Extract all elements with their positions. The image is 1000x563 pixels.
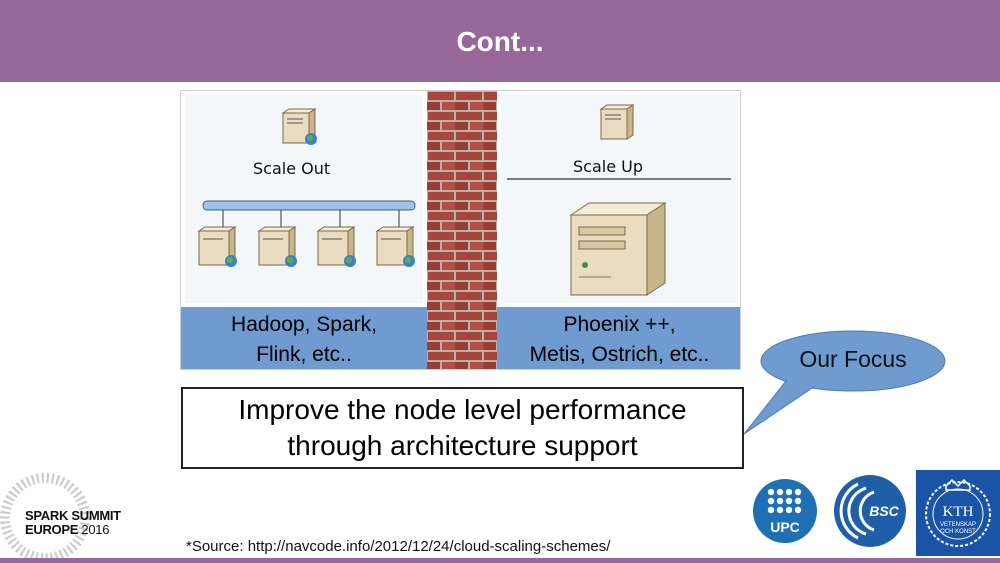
upc-logo: UPC — [753, 479, 817, 543]
scale-up-label-line2: Metis, Ostrich, etc.. — [529, 343, 710, 366]
source-citation: *Source: http://navcode.info/2012/12/24/… — [186, 538, 611, 555]
scale-up-servers — [507, 104, 731, 296]
slide-title: Cont... — [456, 26, 544, 57]
scale-out-label-line1: Hadoop, Spark, — [231, 313, 377, 336]
callout-box: Improve the node level performance throu… — [181, 387, 744, 469]
scale-out-label-line2: Flink, etc.. — [256, 343, 352, 366]
brick-wall-image — [427, 91, 497, 369]
footer-bar — [0, 558, 1000, 563]
callout-line1: Improve the node level performance — [238, 394, 687, 425]
scale-up-heading: Scale Up — [573, 157, 643, 176]
scale-up-panel: Scale Up Phoenix ++, Metis, Ostrich, etc… — [497, 91, 740, 369]
slide-header — [0, 0, 1000, 82]
spark-europe-text: EUROPE 2016 — [25, 522, 109, 537]
spark-burst-icon — [0, 473, 90, 563]
scale-up-label-line1: Phoenix ++, — [563, 313, 676, 336]
kth-text: KTH — [943, 504, 974, 520]
scale-out-diagram: Scale Out — [185, 95, 423, 303]
scale-up-diagram: Scale Up — [501, 95, 738, 303]
scale-out-servers — [197, 108, 416, 267]
callout-line2: through architecture support — [287, 430, 638, 461]
scale-out-panel: Scale Out Hadoop, Spark, Flink, etc.. — [181, 91, 427, 369]
our-focus-label: Our Focus — [799, 346, 907, 372]
our-focus-bubble — [743, 330, 946, 435]
kth-logo: KTH VETENSKAP OCH KONST — [916, 470, 1000, 556]
bsc-text: BSC — [869, 503, 899, 519]
scale-up-label: Phoenix ++, Metis, Ostrich, etc.. — [497, 307, 740, 369]
upc-text: UPC — [770, 519, 800, 535]
scale-out-heading: Scale Out — [253, 159, 331, 178]
kth-motto-line2: OCH KONST — [940, 529, 976, 535]
spark-summit-logo: SPARK SUMMIT EUROPE 2016 — [0, 468, 130, 563]
spark-europe-word: EUROPE — [25, 522, 79, 537]
server-icon — [281, 108, 317, 145]
bsc-logo: BSC — [834, 475, 906, 547]
kth-motto-line1: VETENSKAP — [940, 522, 976, 528]
spark-summit-text: SPARK SUMMIT — [25, 508, 121, 523]
scale-out-label: Hadoop, Spark, Flink, etc.. — [181, 307, 427, 369]
spark-year: 2016 — [81, 522, 110, 537]
scaling-figure: Scale Out Hadoop, Spark, Flink, etc.. — [180, 90, 741, 370]
